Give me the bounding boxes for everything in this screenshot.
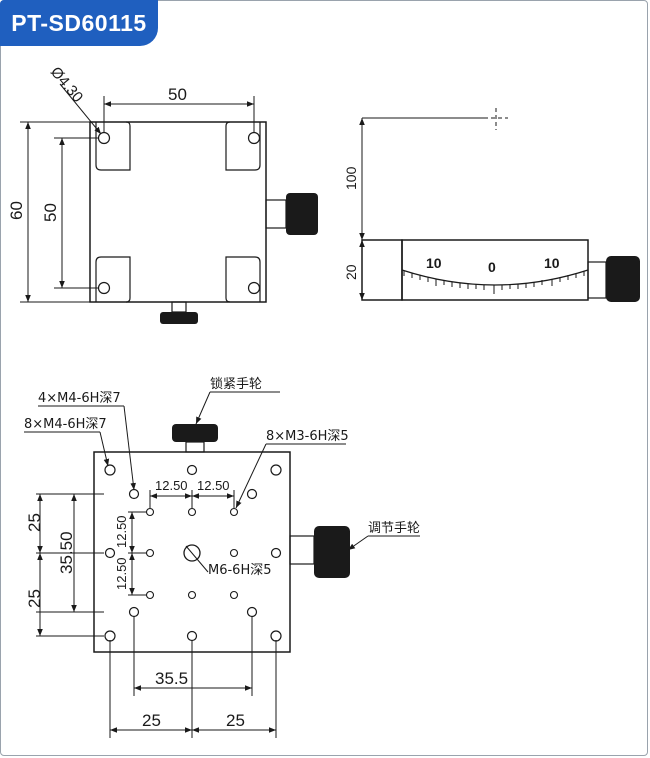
dim-25-left-top: 25	[25, 513, 44, 532]
label-8xm4: 8×M4-6H深7	[24, 417, 107, 432]
hole-m4-1	[128, 488, 140, 500]
hole-m3-6	[145, 590, 155, 600]
hole-m4-4	[270, 547, 282, 559]
slot-top-left	[95, 121, 131, 171]
hole-m4-corner-2	[270, 464, 282, 476]
hole-diameter-label: Ø4.30	[47, 64, 86, 106]
adjust-knob-shaft	[289, 535, 315, 565]
hole-m3-2	[187, 507, 197, 517]
dim-left-60: 60	[7, 201, 26, 220]
top-lock-shaft	[171, 301, 187, 313]
top-view-body	[89, 121, 267, 303]
lock-knob	[172, 424, 218, 442]
label-4xm4: 4×M4-6H深7	[38, 391, 121, 406]
scale-arc	[401, 269, 589, 286]
scale-ticks	[403, 271, 585, 294]
hole-m4-8	[186, 464, 198, 476]
label-m6: M6-6H深5	[208, 563, 272, 578]
slot-bottom-right	[225, 256, 261, 303]
dim-12-50-vert-b: 12.50	[114, 557, 129, 590]
hole-m4-corner-4	[270, 630, 282, 642]
scale-label-right: 10	[544, 255, 560, 271]
bottom-view: 4×M4-6H深7 8×M4-6H深7 锁紧手轮 8×M3-6H深5 调节手轮 …	[24, 376, 420, 738]
dim-left-50: 50	[41, 203, 60, 222]
top-knob-shaft	[265, 199, 287, 229]
scale-label-left: 10	[426, 255, 442, 271]
mount-hole-tr	[247, 131, 261, 145]
top-knob-right	[286, 193, 318, 235]
adjust-knob	[314, 526, 350, 578]
side-view: 10 0 10 100 20	[343, 108, 640, 302]
dim-35-5: 35.5	[155, 669, 188, 688]
dim-12-50-horiz-a: 12.50	[155, 478, 188, 493]
mount-hole-br	[247, 281, 261, 295]
hole-m3-3	[229, 507, 239, 517]
dim-12-50-horiz-b: 12.50	[197, 478, 230, 493]
hole-m3-7	[187, 590, 197, 600]
dim-25-bottom-left: 25	[142, 711, 161, 730]
mount-hole-tl	[97, 131, 111, 145]
dim-25-left-bottom: 25	[25, 589, 44, 608]
hole-m4-corner-3	[104, 630, 116, 642]
dim-12-50-vert-a: 12.50	[114, 515, 129, 548]
hole-m4-6	[246, 606, 258, 618]
hole-m3-1	[145, 507, 155, 517]
lock-knob-shaft	[185, 441, 205, 453]
hole-m4-3	[104, 547, 116, 559]
top-lock-knob	[160, 312, 198, 324]
dim-20: 20	[343, 264, 359, 280]
hole-m3-8	[229, 590, 239, 600]
side-knob-shaft	[587, 261, 607, 299]
hole-m4-corner-1	[104, 464, 116, 476]
hole-m4-7	[186, 630, 198, 642]
bottom-view-body	[93, 451, 291, 653]
dim-25-bottom-right: 25	[226, 711, 245, 730]
slot-bottom-left	[95, 256, 131, 303]
hole-m3-5	[229, 548, 239, 558]
hole-m4-2	[246, 488, 258, 500]
dim-35-50: 35.50	[57, 531, 76, 574]
side-body-left	[361, 239, 403, 301]
hole-m3-4	[145, 548, 155, 558]
model-badge: PT-SD60115	[0, 0, 158, 46]
dim-100: 100	[343, 166, 359, 190]
scale-label-center: 0	[488, 259, 496, 275]
mount-hole-bl	[97, 281, 111, 295]
label-lock-knob: 锁紧手轮	[210, 376, 262, 392]
hole-m4-5	[128, 606, 140, 618]
top-view: 50 Ø4.30 60 50	[7, 64, 318, 324]
hole-m6-center	[183, 544, 201, 562]
label-8xm3: 8×M3-6H深5	[266, 429, 349, 444]
label-adjust-knob: 调节手轮	[368, 521, 420, 536]
dim-top-50: 50	[168, 85, 187, 104]
side-knob	[606, 256, 640, 302]
slot-top-right	[225, 121, 261, 171]
